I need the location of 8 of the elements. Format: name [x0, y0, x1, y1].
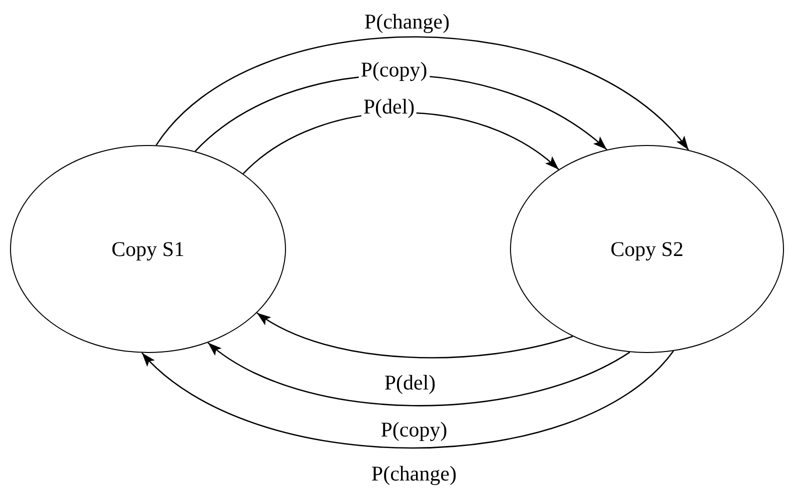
arrow: [142, 350, 674, 449]
state-label: Copy S2: [610, 236, 684, 262]
arrow: [156, 36, 689, 150]
state-ellipse: [10, 145, 286, 353]
arrow: [256, 312, 573, 358]
arrow: [208, 342, 630, 406]
state-label: Copy S1: [112, 236, 184, 262]
state-ellipse: [510, 145, 784, 353]
